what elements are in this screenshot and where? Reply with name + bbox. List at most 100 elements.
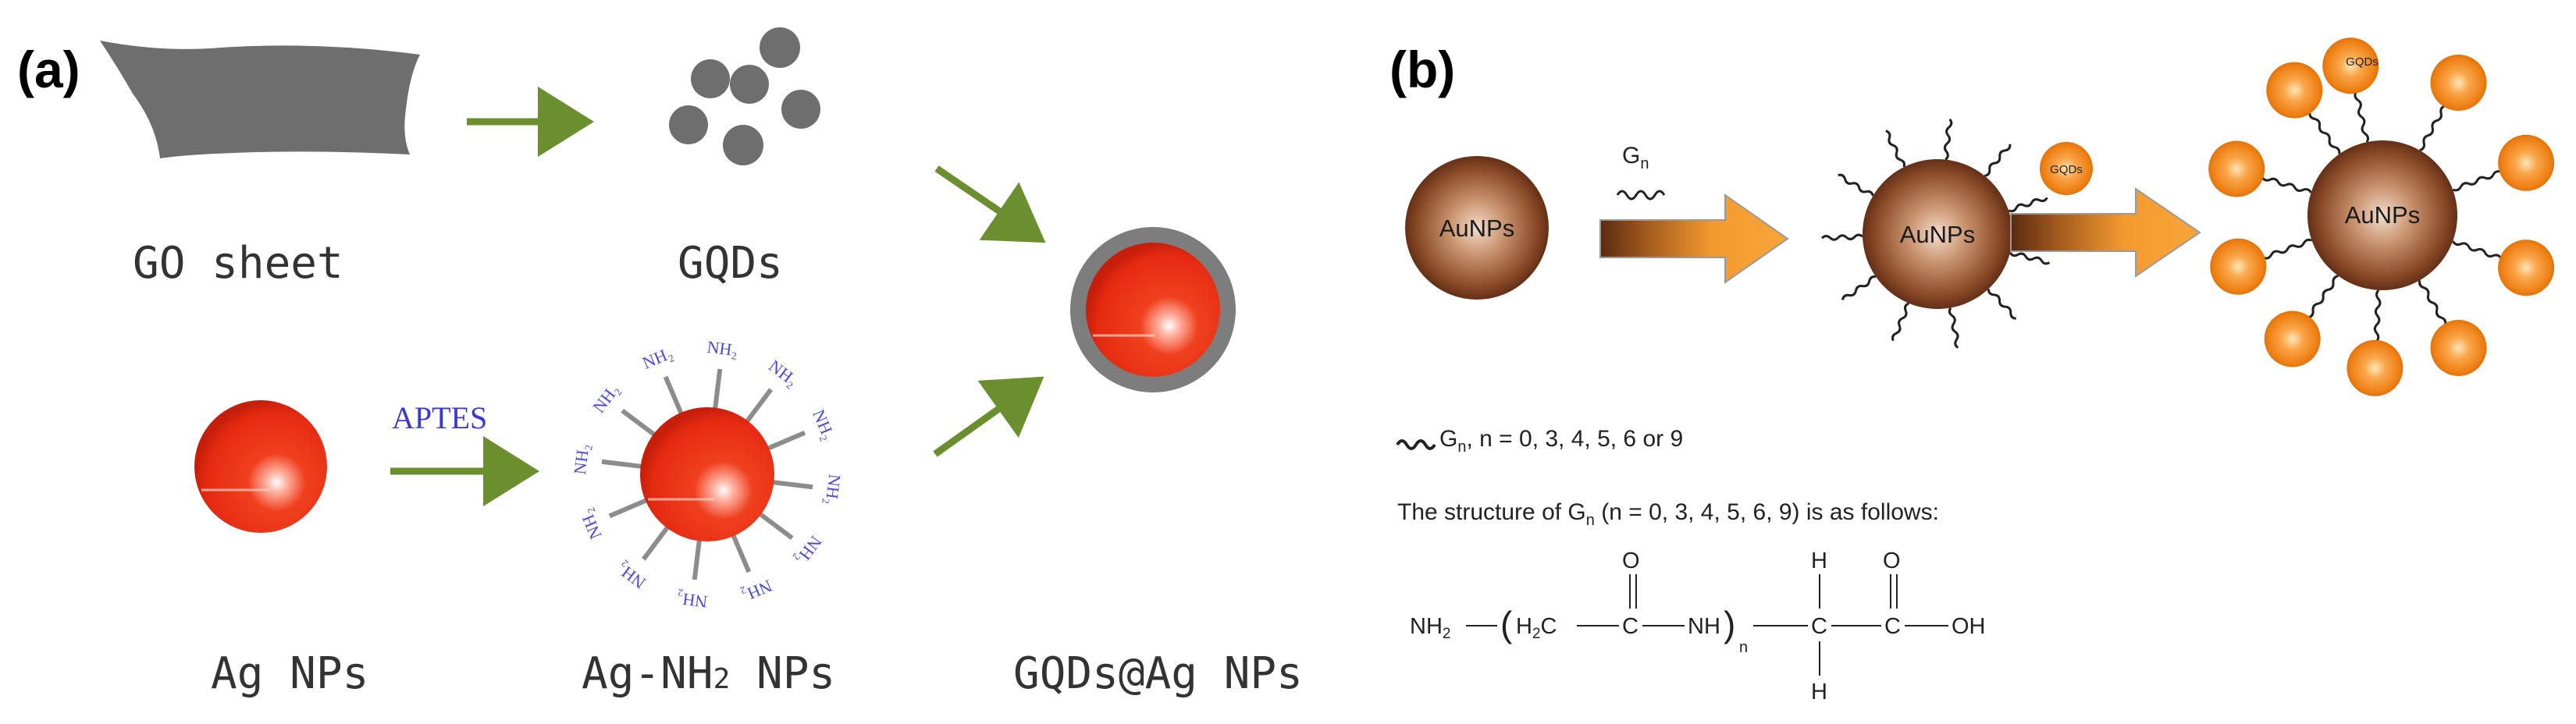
gn-ligand <box>2451 240 2503 260</box>
svg-text:OH: OH <box>1952 614 1986 639</box>
nh2-tag: NH₂ <box>739 576 775 605</box>
nh2-tag: NH₂ <box>792 532 826 569</box>
aptes-ligand <box>712 368 723 412</box>
gn-ligand <box>1948 307 1959 349</box>
svg-text:H: H <box>1811 680 1827 704</box>
aptes-ligand <box>770 479 813 490</box>
nh2-tag: NH₂ <box>575 506 605 542</box>
gqd-sphere <box>2498 134 2555 191</box>
go-sheet-icon <box>100 41 420 158</box>
aunps-label-3: AuNPs <box>2345 201 2420 229</box>
gn-ligand <box>2373 289 2382 342</box>
nh2-tag: NH₂ <box>822 473 845 506</box>
gn-ligand <box>1821 233 1864 241</box>
gn-ligand <box>2261 176 2312 193</box>
svg-text:O: O <box>1883 548 1901 573</box>
gqd-sphere <box>2498 240 2555 296</box>
nh2-tag: NH₂ <box>706 337 738 360</box>
go-sheet-label: GO sheet <box>133 238 343 289</box>
aptes-ligand <box>601 459 645 470</box>
nh2-tag: NH₂ <box>809 406 838 442</box>
nh2-tag: NH₂ <box>589 380 623 417</box>
gn-label: Gn <box>1622 143 1649 172</box>
svg-text:): ) <box>1724 604 1735 644</box>
svg-text:O: O <box>1622 548 1640 573</box>
gn-ligand <box>1943 118 1953 161</box>
gn-ligand <box>1885 130 1906 168</box>
svg-text:C: C <box>1884 614 1901 639</box>
svg-text:(: ( <box>1500 604 1513 644</box>
gn-ligand <box>1987 289 2016 320</box>
svg-text:C: C <box>1622 614 1638 639</box>
aptes-ligand <box>641 523 671 561</box>
aptes-ligand <box>756 510 794 541</box>
gqd-sphere <box>2264 311 2321 367</box>
gqd-sphere <box>2210 238 2267 295</box>
nh2-tag: NH₂ <box>765 356 802 390</box>
big-arrow-1 <box>1599 193 1789 284</box>
aunp-functionalized: AuNPs <box>1821 118 2051 349</box>
aptes-ligand <box>730 531 752 573</box>
nh2-tag: NH₂ <box>639 342 675 372</box>
arrow-gqds-to-product <box>934 165 1046 243</box>
ag-nh2-nps-label: Ag-NH2 NPs <box>582 648 835 699</box>
panel-a-label: (a) <box>17 41 80 98</box>
aptes-ligand <box>608 497 650 519</box>
gn-ligand <box>1841 275 1877 300</box>
aptes-ligand <box>621 408 659 438</box>
svg-text:H2C: H2C <box>1516 614 1557 642</box>
gn-ligand <box>1891 302 1909 342</box>
gn-ligand <box>2452 170 2502 192</box>
nh2-tag: NH₂ <box>570 442 593 475</box>
gn-wave-icon <box>1616 190 1666 201</box>
svg-text:H: H <box>1811 548 1827 573</box>
gn-ligand <box>2008 197 2048 213</box>
structure-sentence: The structure of Gn (n = 0, 3, 4, 5, 6, … <box>1397 499 1939 529</box>
gqd-sphere <box>2322 37 2379 94</box>
aptes-label: APTES <box>392 400 487 435</box>
big-arrow-2 <box>2010 187 2201 278</box>
gqd-sphere <box>2347 339 2403 396</box>
aunps-label-2: AuNPs <box>1900 221 1975 248</box>
gqd-sphere <box>2208 140 2265 197</box>
aunp-gqds-conjugate: AuNPs GQDs <box>2208 37 2555 396</box>
legend-wave-icon <box>1396 439 1436 450</box>
chemical-structure: NH2 ( H2C C O NH ) n C H H C O OH <box>1410 548 1986 704</box>
gqds-tag-1: GQDs <box>2050 163 2083 176</box>
nh2-tag: NH₂ <box>675 589 708 612</box>
aunps-label-1: AuNPs <box>1439 215 1514 242</box>
svg-text:NH: NH <box>1688 614 1720 639</box>
svg-text:n: n <box>1739 639 1748 656</box>
product-label: GQDs@Ag NPs <box>1013 648 1303 699</box>
arrow-agnh2-to-product <box>933 376 1044 457</box>
panel-b-label: (b) <box>1389 41 1455 98</box>
gn-ligand <box>2354 90 2370 143</box>
nh2-tag: NH₂ <box>613 559 649 593</box>
gqds-at-ag-nanoparticle <box>1070 227 1236 392</box>
aunp-bare: AuNPs <box>1405 156 1549 300</box>
aptes-ligand <box>764 430 806 452</box>
aptes-ligand <box>743 388 774 426</box>
gqd-sphere <box>2266 62 2323 119</box>
gqd-sphere <box>2430 55 2487 111</box>
gn-ligand <box>2008 251 2051 265</box>
gn-ligand <box>2419 105 2446 152</box>
aptes-ligand <box>692 537 703 580</box>
gqds-ball-icon: GQDs <box>2040 142 2093 195</box>
ag-nanoparticle <box>194 400 327 533</box>
svg-text:NH2: NH2 <box>1410 614 1450 642</box>
aptes-ligand <box>663 375 685 417</box>
gqds-icon <box>669 27 820 165</box>
ag-nps-label: Ag NPs <box>211 648 368 699</box>
gn-ligand <box>1838 173 1874 197</box>
svg-text:C: C <box>1811 614 1827 639</box>
gqds-label: GQDs <box>678 238 783 289</box>
gn-ligand <box>2262 238 2313 260</box>
gn-ligand <box>2418 279 2447 325</box>
gn-ligand <box>1984 144 2012 177</box>
gn-ligand <box>2308 112 2341 154</box>
gn-ligand <box>2307 275 2339 319</box>
gqd-sphere <box>2430 320 2487 376</box>
